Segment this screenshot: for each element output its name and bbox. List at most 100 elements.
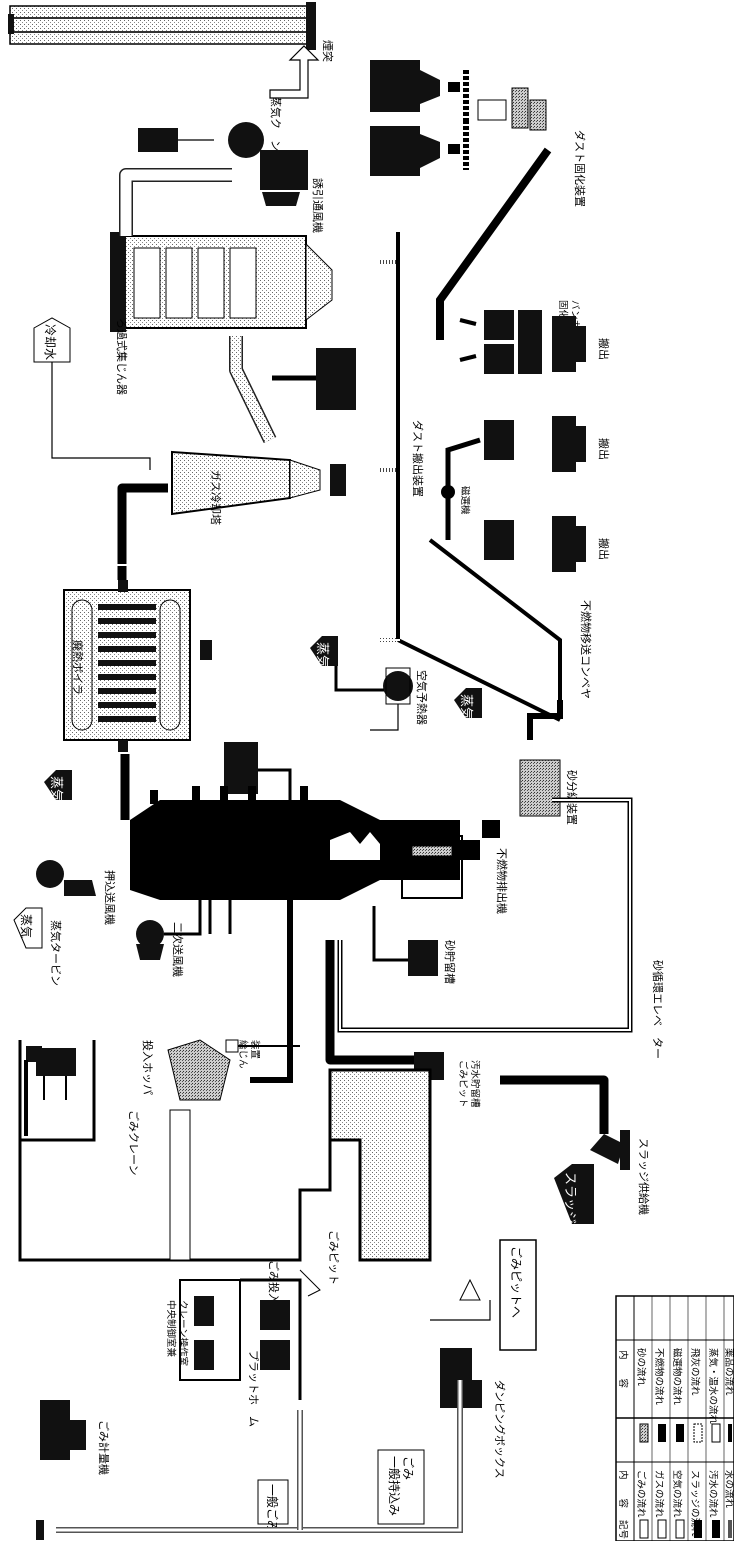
induced-draft-fan (138, 122, 308, 206)
carry-out-1-label: 搬出 (597, 338, 611, 360)
dumping-box-label: ダンピングボックス (493, 1380, 507, 1479)
legend-right-0: 砂の流れ (635, 1348, 647, 1387)
waste-pit (18, 1068, 432, 1262)
exhaust-arrow (269, 45, 320, 99)
chimney (8, 2, 316, 50)
legend-right-4: 蒸気・温水の流れ (707, 1348, 719, 1425)
dust-solidifier-equipment (370, 60, 547, 176)
magnet-line (445, 437, 481, 540)
magnet-separator (441, 485, 455, 499)
general-carry-label: 一般持込みごみ (387, 1456, 416, 1516)
forced-fan-label: 押込送風機 (103, 870, 117, 925)
waste-scale (36, 1400, 86, 1540)
bag-filter-label: ろ過式集じん器 (115, 318, 129, 395)
dust-solidifier-label: ダスト固化装置 (573, 130, 587, 207)
incombustible-conveyor-label: 不燃物移送コンベヤ (579, 600, 593, 699)
legend-left-2: 空気の流れ (671, 1470, 683, 1518)
ash-bunker-3 (484, 520, 514, 560)
hopper-label: 投入ホッパ (141, 1040, 155, 1095)
secondary-fan-label: 二次送風機 (171, 922, 185, 977)
incombustible-discharger (401, 835, 463, 899)
cooling-water-tag (33, 317, 71, 363)
to-pit-label: ごみピットへ (509, 1246, 524, 1318)
cooling-water-label: 冷却水 (43, 324, 57, 360)
truck-1 (552, 316, 576, 372)
truck-2 (552, 416, 576, 472)
steam-tag-2 (310, 636, 338, 666)
sand-elevator-label: 砂循環エレベ ター (651, 960, 664, 1059)
pit-tank-label: ごみピット汚水貯留槽 (457, 1060, 481, 1108)
cooling-water-line (51, 362, 151, 470)
dust-conveyor (380, 232, 561, 722)
waste-heat-boiler (63, 580, 212, 752)
truck-3 (552, 516, 576, 572)
ash-bunker-2 (484, 420, 514, 460)
waste-boiler-label: 廃熱ボイラ (71, 640, 85, 695)
scale-label: ごみ計量機 (97, 1420, 111, 1475)
steam-tag-3 (454, 688, 482, 718)
legend-header-symbol: 記号 (617, 1520, 629, 1539)
general-waste-label: 一般ごみ (265, 1484, 280, 1532)
dust-conveyor-label: ダスト搬出装置 (411, 420, 425, 497)
general-waste-tag (257, 1479, 289, 1525)
steam-condenser-label: 蒸気ク ン (269, 96, 283, 151)
legend-right-1: 不燃物の流れ (653, 1348, 665, 1406)
chimney-label: 煙突 (321, 40, 335, 62)
steam-turbine-tag (13, 907, 43, 949)
magnet-label: 磁選機 (459, 486, 471, 515)
secondary-fan (136, 900, 232, 960)
legend-left-1: ガスの流れ (653, 1470, 665, 1518)
legend-table (615, 1295, 734, 1542)
steam-2-label: 蒸気 (314, 642, 330, 668)
incombustible-conveyor (527, 700, 563, 740)
legend-header-content-right: 内 容 (617, 1350, 629, 1389)
steam-turbine-label: 蒸気タービン (49, 920, 63, 986)
legend-left-5: 水の流れ (723, 1470, 734, 1509)
general-carry-tag (377, 1449, 425, 1525)
truck-2-cab (576, 426, 586, 462)
steam-tag-1 (44, 770, 72, 800)
solidifier-conveyor (436, 147, 552, 340)
waste-pit-label: ごみピット (327, 1230, 341, 1285)
air-preheater (370, 667, 413, 731)
ammonia-tank (224, 742, 258, 794)
legend-left-4: 汚水の流れ (707, 1470, 719, 1518)
hopper (117, 1032, 231, 1101)
chemical-tank (316, 348, 356, 410)
waste-crane-label: ごみクレーン (127, 1110, 141, 1175)
dumping-box (430, 1278, 491, 1408)
carry-out-3-label: 搬出 (597, 538, 611, 560)
sludge-feeder (590, 1130, 630, 1170)
sand-screen (519, 759, 561, 817)
control-room (179, 1278, 302, 1400)
steam-3-label: 蒸気 (458, 694, 474, 720)
steam-turbine-steam-label: 蒸気 (19, 914, 34, 938)
carry-out-2-label: 搬出 (597, 438, 611, 460)
fluidized-bed-furnace (130, 786, 480, 900)
waste-bunker-building (18, 1039, 300, 1142)
legend-right-5: 薬品の流れ (723, 1348, 734, 1396)
incombustible-discharger-label: 不燃物排出機 (495, 848, 509, 914)
legend-right-2: 磁選物の流れ (671, 1348, 683, 1406)
gas-cooler-label: ガス冷却塔 (209, 470, 222, 525)
sand-storage-tank (408, 940, 438, 976)
control-room-label: 中央制御室兼クレーン操作室 (165, 1300, 189, 1366)
air-preheater-label: 空気予熱器 (415, 670, 429, 725)
legend-right-3: 飛灰の流れ (689, 1348, 701, 1396)
platform-label: プラットホ ム (247, 1350, 260, 1427)
forced-draft-fan (36, 860, 96, 896)
sludge-label: スラッジ (562, 1172, 577, 1224)
steam-1-label: 蒸気 (48, 776, 64, 802)
to-pit-tag (499, 1239, 537, 1351)
waste-door-arrow (299, 1269, 321, 1297)
gas-cooler (171, 450, 346, 516)
truck-3-cab (576, 526, 586, 562)
bag-filter (110, 232, 333, 332)
legend-symbols (639, 1423, 732, 1539)
legend-header-content-left: 内 容 (617, 1470, 629, 1509)
sludge-tag (554, 1164, 594, 1224)
truck-1-cab (576, 326, 586, 362)
sludge-feeder-label: スラッジ供給機 (637, 1138, 651, 1215)
